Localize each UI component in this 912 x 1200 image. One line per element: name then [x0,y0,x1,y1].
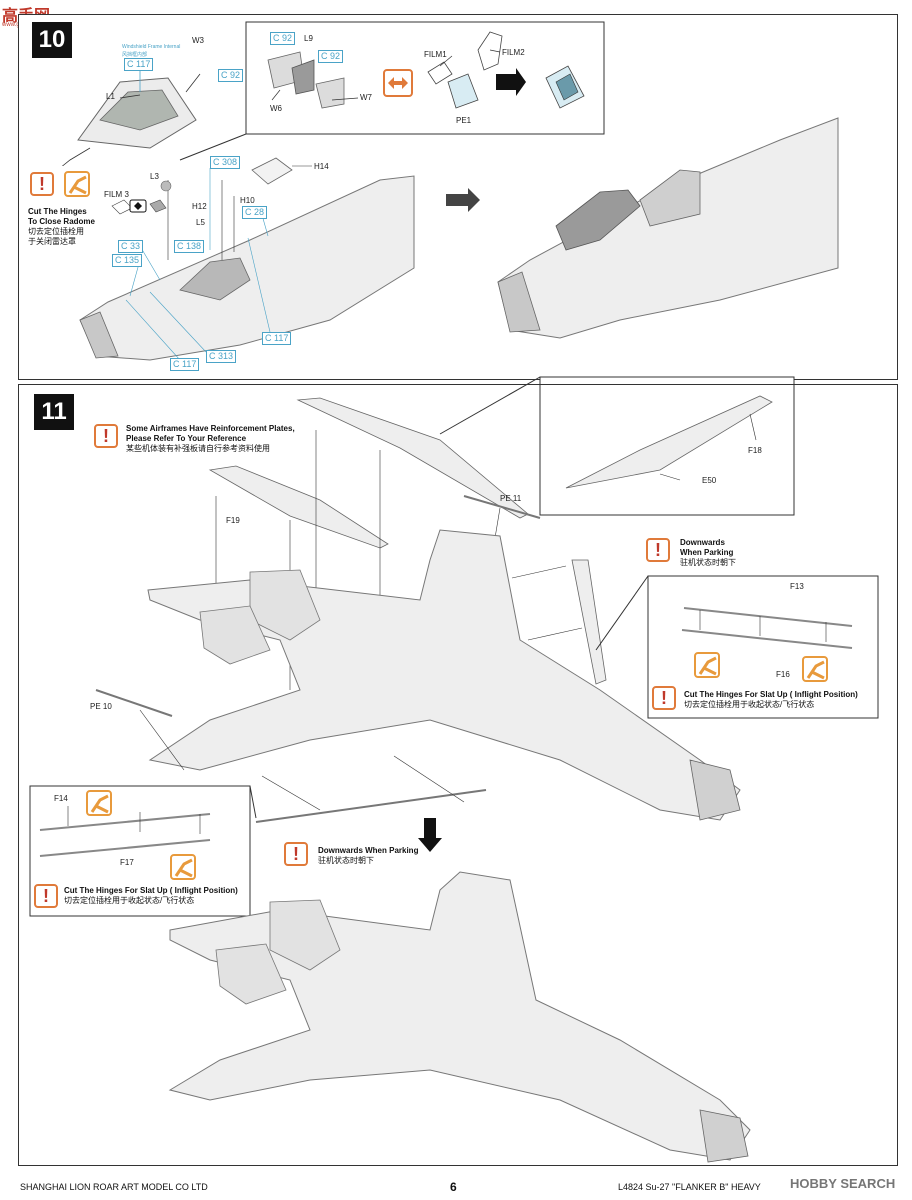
footer-page-number: 6 [450,1180,457,1194]
cut-hinge-icon [64,171,90,197]
slat-left-note-cn: 切去定位插栓用于收起状态/飞行状态 [64,896,195,905]
step-11-number: 11 [34,394,74,430]
radome-note-en-2: To Close Radome [28,217,95,226]
cut-hinge-icon-left-2 [170,854,196,880]
label-f16: F16 [776,670,790,679]
warning-icon-slat-right: ! [652,686,676,710]
callout-c135: C 135 [112,254,143,267]
warning-icon-downwards-1: ! [646,538,670,562]
cut-hinge-icon-right-2 [802,656,828,682]
callout-c138: C 138 [174,240,205,253]
label-f18: F18 [748,446,762,455]
label-pe11: PE 11 [500,494,522,503]
downwards-1-cn: 驻机状态时朝下 [680,558,736,567]
downwards-1-en-2: When Parking [680,548,734,557]
callout-c313: C 313 [206,350,237,363]
label-w6: W6 [270,104,282,113]
cut-hinge-icon-left-1 [86,790,112,816]
label-l3: L3 [150,172,159,181]
slat-right-note-cn: 切去定位插栓用于收起状态/飞行状态 [684,700,815,709]
downwards-1-en-1: Downwards [680,538,725,547]
label-f17: F17 [120,858,134,867]
label-h10: H10 [240,196,255,205]
label-f14: F14 [54,794,68,803]
footer-watermark: HOBBY SEARCH [790,1176,896,1191]
callout-c28: C 28 [242,206,268,219]
step-11-panel [18,384,898,1166]
label-pe10: PE 10 [90,702,112,711]
reinforce-note-en-2: Please Refer To Your Reference [126,434,247,443]
callout-c117-c: C 117 [170,358,200,371]
label-h12: H12 [192,202,207,211]
cut-hinge-icon-right-1 [694,652,720,678]
radome-note-cn-1: 切去定位插栓用 [28,227,84,236]
label-h14: H14 [314,162,329,171]
step-10-number: 10 [32,22,72,58]
label-w3: W3 [192,36,204,45]
slat-right-note-en: Cut The Hinges For Slat Up ( Inflight Po… [684,690,858,699]
callout-c117-b: C 117 [262,332,292,345]
label-pe1: PE1 [456,116,472,125]
downwards-2-cn: 驻机状态时朝下 [318,856,374,865]
warning-icon: ! [30,172,54,196]
warning-icon-reinforce: ! [94,424,118,448]
label-l9: L9 [304,34,313,43]
windshield-note-cn: 风挡框内部 [122,52,148,58]
reinforce-note-cn: 某些机体装有补强板请自行参考资料使用 [126,444,270,453]
callout-c92-b: C 92 [270,32,296,45]
footer-product: L4824 Su-27 "FLANKER B" HEAVY [618,1182,761,1192]
slat-left-note-en: Cut The Hinges For Slat Up ( Inflight Po… [64,886,238,895]
reinforce-note-en-1: Some Airframes Have Reinforcement Plates… [126,424,295,433]
callout-c308: C 308 [210,156,241,169]
label-film3: FILM 3 [104,190,129,199]
warning-icon-slat-left: ! [34,884,58,908]
windshield-note: Windshield Frame Internal [122,44,181,50]
footer-company: SHANGHAI LION ROAR ART MODEL CO LTD [20,1182,208,1192]
label-l1: L1 [106,92,115,101]
label-w7: W7 [360,93,372,102]
callout-c33: C 33 [118,240,144,253]
label-l5: L5 [196,218,205,227]
label-f13: F13 [790,582,804,591]
label-film2: FILM2 [502,48,525,57]
radome-note-en-1: Cut The Hinges [28,207,87,216]
downwards-2-en: Downwards When Parking [318,846,419,855]
label-film1: FILM1 [424,50,447,59]
label-e50: E50 [702,476,717,485]
label-f19: F19 [226,516,240,525]
callout-c117-a: C 117 [124,58,154,71]
callout-c92-c: C 92 [318,50,344,63]
warning-icon-downwards-2: ! [284,842,308,866]
radome-note-cn-2: 于关闭雷达罩 [28,237,76,246]
callout-c92-a: C 92 [218,69,244,82]
